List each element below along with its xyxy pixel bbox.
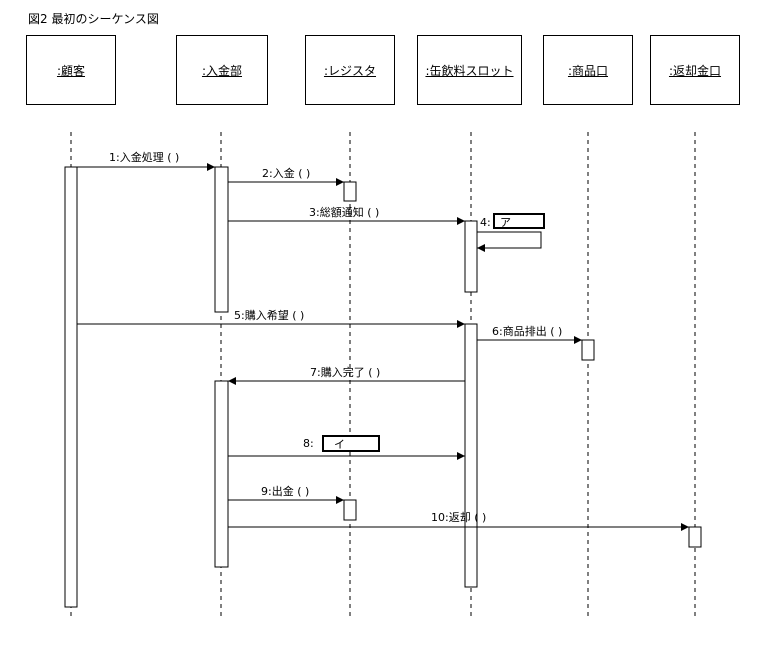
message-arrow-4-self [477, 231, 542, 252]
lifeline-header-payment-unit: :入金部 [176, 35, 268, 105]
message-label-1: 1:入金処理 ( ) [109, 150, 179, 164]
lifeline-header-customer: :顧客 [26, 35, 116, 105]
activation-payment-unit-2 [214, 380, 229, 568]
message-label-4: 4: [480, 216, 491, 229]
blank-label-a: ア [500, 216, 511, 229]
activation-register-2 [343, 499, 357, 521]
message-label-8: 8: [303, 437, 314, 450]
message-label-3: 3:総額通知 ( ) [309, 205, 379, 219]
message-label-10: 10:返却 ( ) [431, 511, 486, 524]
message-label-2: 2:入金 ( ) [262, 166, 310, 180]
figure-title: 図2 最初のシーケンス図 [28, 12, 159, 26]
lifeline-header-change-outlet: :返却金口 [650, 35, 740, 105]
message-label-9: 9:出金 ( ) [261, 484, 309, 498]
object-label-payment-unit: :入金部 [201, 63, 243, 78]
blank-box-i [322, 435, 380, 452]
message-label-5: 5:購入希望 ( ) [234, 308, 304, 322]
activation-payment-unit-1 [214, 166, 229, 313]
object-label-register: :レジスタ [323, 63, 377, 78]
lifeline-header-can-slot: :缶飲料スロット [417, 35, 522, 105]
message-label-7: 7:購入完了 ( ) [310, 365, 380, 379]
lifeline-header-product-outlet: :商品口 [543, 35, 633, 105]
object-label-can-slot: :缶飲料スロット [425, 63, 514, 78]
object-label-product-outlet: :商品口 [567, 63, 609, 78]
activation-can-slot-1 [464, 220, 478, 293]
object-label-customer: :顧客 [56, 63, 86, 78]
activation-customer [64, 166, 78, 608]
object-label-change-outlet: :返却金口 [668, 63, 722, 78]
activation-can-slot-2 [464, 323, 478, 588]
blank-box-a [493, 213, 545, 229]
activation-product-outlet [581, 339, 595, 361]
blank-label-i: イ [334, 438, 345, 451]
lifeline-header-register: :レジスタ [305, 35, 395, 105]
activation-change-outlet [688, 526, 702, 548]
message-label-6: 6:商品排出 ( ) [492, 324, 562, 338]
activation-register-1 [343, 181, 357, 202]
